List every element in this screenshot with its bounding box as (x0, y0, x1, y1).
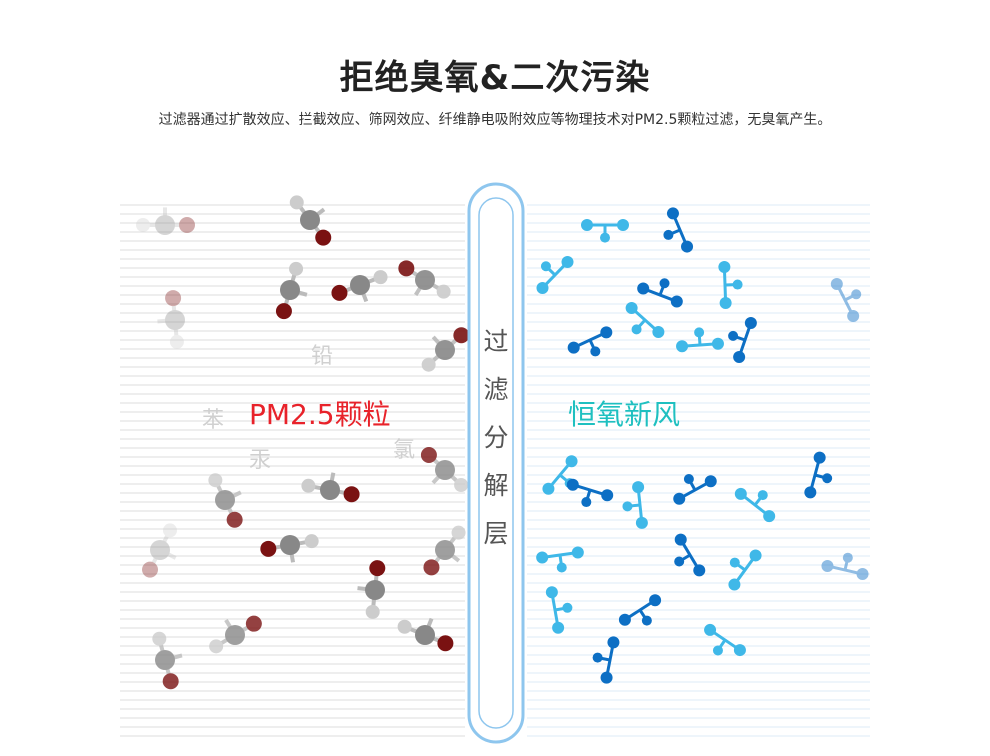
pollutant-molecule (136, 207, 195, 235)
oxygen-molecule (618, 594, 662, 626)
oxygen-molecule (728, 316, 757, 364)
pollutant-molecule (357, 560, 386, 619)
pollutant-molecule (301, 472, 360, 503)
filtration-scene: 铅 苯 汞 氯 PM2.5颗粒 恒氧新风 过 滤 分 解 层 (0, 170, 990, 756)
pollutant-molecule (331, 270, 388, 303)
oxygen-molecule (704, 623, 746, 657)
fresh-oxygen-label: 恒氧新风 (568, 398, 681, 431)
page-subtitle: 过滤器通过扩散效应、拦截效应、筛网效应、纤维静电吸附效应等物理技术对PM2.5颗… (158, 112, 832, 128)
pm25-label: PM2.5颗粒 (249, 398, 391, 431)
filter-char: 解 (483, 471, 509, 500)
pollutant-molecule (423, 525, 466, 576)
oxygen-molecule (566, 478, 614, 508)
oxygen-molecule (581, 219, 629, 243)
filter-char: 层 (483, 519, 509, 548)
ghost-word-chlorine: 氯 (393, 438, 416, 463)
oxygen-molecule (536, 256, 574, 294)
pollutant-molecule (208, 473, 243, 528)
pollutant-molecule (397, 617, 454, 652)
pollutant-molecule (157, 290, 185, 349)
oxygen-molecule (830, 277, 862, 323)
pollutant-molecule (289, 195, 332, 246)
ghost-word-mercury: 汞 (249, 448, 272, 473)
oxygen-molecule (622, 481, 648, 529)
oxygen-molecule (567, 326, 613, 357)
ghost-word-benzene: 苯 (202, 408, 225, 433)
oxygen-molecule (542, 455, 578, 495)
pollutant-molecule (142, 523, 177, 578)
pollutant-molecule (275, 261, 308, 320)
oxygen-molecule (663, 207, 694, 253)
scene-illustration (120, 182, 870, 744)
oxygen-molecule (545, 586, 573, 634)
oxygen-molecule (673, 473, 717, 505)
pollutant-molecule (421, 327, 470, 372)
oxygen-molecule (734, 487, 776, 523)
oxygen-molecule (804, 451, 833, 499)
pollutant-molecule (152, 631, 183, 690)
pollutant-molecules (136, 195, 470, 690)
oxygen-molecule (676, 327, 724, 353)
filter-char: 分 (483, 423, 509, 452)
filter-layer-text: 过 滤 分 解 层 (478, 318, 514, 558)
filter-char: 过 (483, 327, 509, 356)
oxygen-molecule (718, 261, 743, 309)
oxygen-molecules (536, 207, 869, 684)
oxygen-molecule (637, 278, 683, 308)
pollutant-molecule (260, 534, 319, 563)
pollutant-molecule (420, 446, 469, 493)
filter-char: 滤 (483, 375, 509, 404)
page-title: 拒绝臭氧&二次污染 (339, 58, 651, 98)
oxygen-molecule (592, 636, 620, 684)
oxygen-molecule (821, 552, 869, 581)
oxygen-molecule (625, 301, 665, 339)
oxygen-molecule (536, 546, 584, 573)
ghost-word-lead: 铅 (311, 344, 334, 369)
oxygen-molecule (728, 549, 762, 591)
pollutant-molecule (209, 615, 262, 654)
pollutant-molecule (398, 260, 451, 299)
oxygen-molecule (674, 533, 706, 577)
filter-layer (467, 182, 525, 744)
